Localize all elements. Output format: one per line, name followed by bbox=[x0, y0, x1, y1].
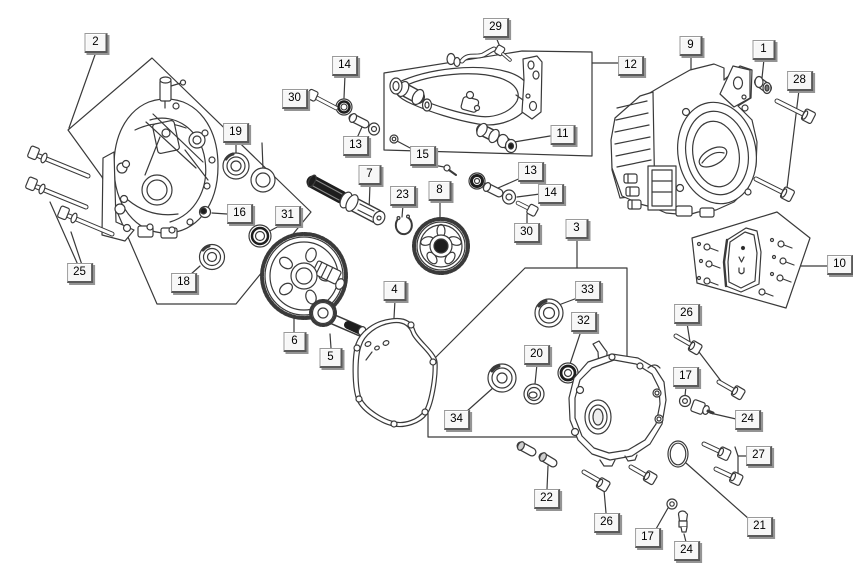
callout-30[interactable]: 30 bbox=[282, 89, 308, 109]
part-plate-10 bbox=[696, 227, 795, 297]
callout-15[interactable]: 15 bbox=[410, 146, 436, 166]
callout-26[interactable]: 26 bbox=[674, 304, 700, 324]
part-bolts-25 bbox=[25, 145, 115, 237]
part-crankcase-half-left bbox=[101, 76, 219, 242]
part-bushing-11 bbox=[496, 133, 518, 154]
callout-4[interactable]: 4 bbox=[383, 281, 407, 301]
part-dowel-pins-22 bbox=[516, 441, 558, 468]
part-bearing-34 bbox=[487, 363, 517, 393]
part-oring-21 bbox=[667, 440, 689, 468]
callout-26[interactable]: 26 bbox=[594, 513, 620, 533]
part-engine-hanger-12 bbox=[389, 55, 543, 144]
callout-10[interactable]: 10 bbox=[827, 255, 853, 275]
callout-34[interactable]: 34 bbox=[444, 410, 470, 430]
part-nut-16 bbox=[198, 205, 212, 219]
part-washer-17-upper bbox=[678, 394, 692, 408]
part-bolts-27 bbox=[701, 441, 744, 486]
part-bearing-18 bbox=[198, 243, 226, 271]
callout-24[interactable]: 24 bbox=[674, 541, 700, 561]
group-boundary-2 bbox=[67, 51, 312, 305]
callout-13[interactable]: 13 bbox=[518, 162, 544, 182]
part-oil-seal-19 bbox=[250, 167, 276, 193]
callout-23[interactable]: 23 bbox=[390, 186, 416, 206]
callout-32[interactable]: 32 bbox=[571, 312, 597, 332]
callout-33[interactable]: 33 bbox=[575, 281, 601, 301]
part-final-gear-6 bbox=[260, 232, 348, 320]
callout-6[interactable]: 6 bbox=[283, 332, 307, 352]
callout-21[interactable]: 21 bbox=[747, 517, 773, 537]
part-bolts-26-upper bbox=[673, 333, 746, 401]
callout-29[interactable]: 29 bbox=[483, 18, 509, 38]
callout-31[interactable]: 31 bbox=[275, 206, 301, 226]
part-clamp-set-29 bbox=[446, 44, 512, 68]
callout-2[interactable]: 2 bbox=[84, 33, 108, 53]
part-input-shaft-7 bbox=[306, 174, 386, 226]
callout-16[interactable]: 16 bbox=[227, 204, 253, 224]
callout-28[interactable]: 28 bbox=[787, 71, 813, 91]
callout-1[interactable]: 1 bbox=[752, 40, 776, 60]
callout-8[interactable]: 8 bbox=[428, 181, 452, 201]
group-boundary-10 bbox=[691, 211, 828, 309]
callout-11[interactable]: 11 bbox=[550, 125, 576, 145]
callout-20[interactable]: 20 bbox=[524, 345, 550, 365]
callout-3[interactable]: 3 bbox=[565, 219, 589, 239]
callout-14[interactable]: 14 bbox=[538, 184, 564, 204]
part-spacer-13a bbox=[348, 113, 381, 136]
part-seal-13b bbox=[468, 172, 486, 190]
part-screw-15 bbox=[389, 134, 457, 176]
part-driven-gear-8 bbox=[412, 217, 470, 275]
part-bushing-1 bbox=[754, 75, 772, 95]
group-boundary-3 bbox=[427, 237, 628, 438]
callout-24[interactable]: 24 bbox=[735, 410, 761, 430]
part-bolt-30a bbox=[306, 88, 339, 111]
callout-25[interactable]: 25 bbox=[67, 263, 93, 283]
callout-14[interactable]: 14 bbox=[332, 56, 358, 76]
part-bolts-28 bbox=[753, 98, 816, 202]
part-bolt-24-upper bbox=[690, 399, 715, 415]
callout-19[interactable]: 19 bbox=[223, 123, 249, 143]
callout-27[interactable]: 27 bbox=[746, 446, 772, 466]
callout-13[interactable]: 13 bbox=[343, 136, 369, 156]
part-spacer-13b bbox=[482, 182, 504, 198]
part-seal-20 bbox=[523, 383, 545, 405]
callout-12[interactable]: 12 bbox=[618, 56, 644, 76]
part-bolt-30b bbox=[515, 200, 539, 217]
part-gasket-4 bbox=[352, 317, 438, 428]
part-seal-31 bbox=[248, 224, 272, 248]
callout-18[interactable]: 18 bbox=[171, 273, 197, 293]
part-circlip-23 bbox=[394, 214, 413, 236]
part-washer-14b bbox=[501, 189, 517, 205]
part-pinion-shaft-5 bbox=[309, 299, 367, 337]
part-drain-plug-24-lower bbox=[677, 510, 689, 533]
part-washer-17-lower bbox=[666, 498, 678, 510]
callout-5[interactable]: 5 bbox=[319, 348, 343, 368]
callout-7[interactable]: 7 bbox=[358, 165, 382, 185]
part-flywheel-cover-9 bbox=[610, 63, 758, 218]
part-bolts-26-lower bbox=[581, 464, 658, 493]
callout-30[interactable]: 30 bbox=[514, 223, 540, 243]
part-transmission-cover-3 bbox=[568, 340, 667, 467]
part-bearing-19 bbox=[222, 152, 250, 180]
callout-17[interactable]: 17 bbox=[673, 367, 699, 387]
callout-9[interactable]: 9 bbox=[679, 36, 703, 56]
callout-17[interactable]: 17 bbox=[635, 528, 661, 548]
plate-screws bbox=[696, 237, 795, 297]
callout-22[interactable]: 22 bbox=[534, 489, 560, 509]
part-bearing-33 bbox=[534, 298, 564, 328]
